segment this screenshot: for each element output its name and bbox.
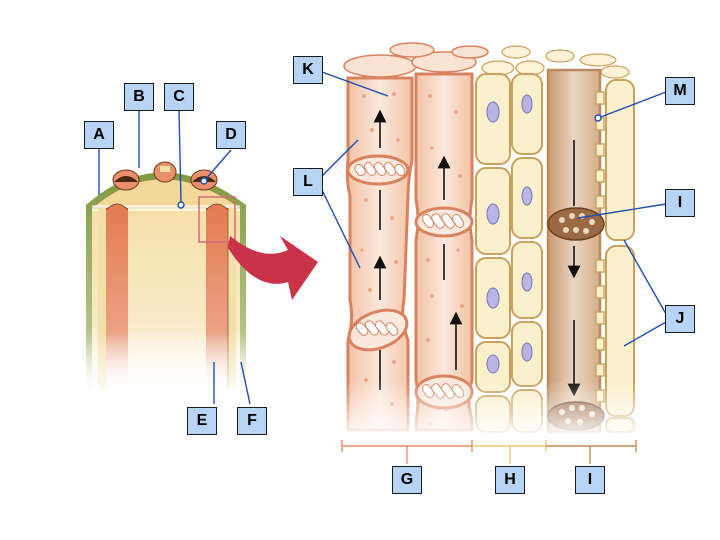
magnified-tissue xyxy=(340,42,640,440)
label-k: K xyxy=(293,56,323,84)
leader-dots xyxy=(177,114,602,209)
xylem-vessel-2 xyxy=(414,72,474,432)
companion-cell-right xyxy=(605,79,635,433)
magnify-arrow xyxy=(228,236,318,300)
label-b: B xyxy=(124,83,154,111)
label-g: G xyxy=(392,466,422,494)
label-m: M xyxy=(665,77,695,105)
label-a: A xyxy=(84,121,114,149)
label-h: H xyxy=(495,466,525,494)
sieve-plate-pits xyxy=(595,91,605,403)
label-i-top: I xyxy=(665,189,695,217)
label-l: L xyxy=(293,168,323,196)
leader-lines xyxy=(98,71,667,405)
xylem-vessel-1 xyxy=(345,76,414,432)
companion-cells xyxy=(475,73,543,433)
label-e: E xyxy=(187,407,217,435)
label-c: C xyxy=(164,83,194,111)
sieve-tube xyxy=(546,68,605,434)
label-i-bottom: I xyxy=(575,466,605,494)
label-d: D xyxy=(216,121,246,149)
label-f: F xyxy=(237,407,267,435)
zoom-region-box xyxy=(198,196,236,243)
label-j: J xyxy=(665,305,695,333)
region-brackets xyxy=(341,440,637,464)
stem-cross-section xyxy=(86,161,318,400)
